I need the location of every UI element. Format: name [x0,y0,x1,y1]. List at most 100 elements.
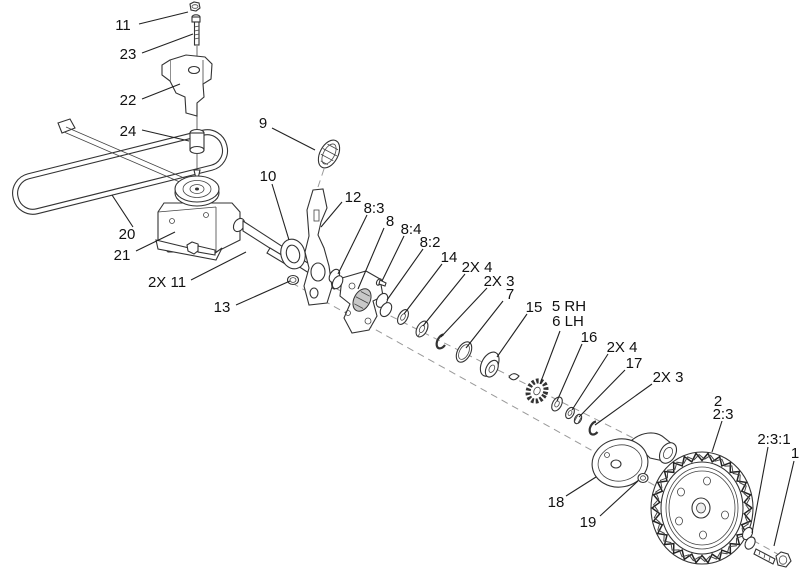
ring-10 [280,238,306,270]
leader-2x4a [422,273,466,327]
rod-clamp-24-bottom [189,145,205,155]
gearbox-bolt-hole2 [203,212,209,218]
callout-11: 11 [115,17,131,34]
wheel-hub-bore [696,502,706,514]
e-ring-3b [588,420,599,436]
bolt-1 [753,548,792,568]
callout-13: 13 [214,299,231,316]
leader-18 [565,476,597,497]
centerlines [291,168,791,562]
bracket-22 [169,54,213,117]
leader-8-3 [337,214,368,275]
bracket-22-hole [187,65,201,75]
knob-centerline [316,168,325,191]
callout-19: 19 [580,514,597,531]
pinion-gear-5-6 [525,378,549,404]
washer-4b [565,406,575,420]
leader-20 [111,194,134,228]
callout-2-3-1: 2:3:1 [757,431,790,448]
shift-lever-12 [303,188,333,306]
bushing-2-3-1 [741,526,756,550]
callout-8-3: 8:3 [364,200,385,217]
callout-6lh: 6 LH [552,313,584,330]
callout-2-3: 2:3 [713,406,734,423]
callout-23: 23 [120,46,137,63]
callout-14: 14 [441,249,458,266]
nut-11 [189,1,201,12]
hub-small-hole [604,452,610,458]
leader-5-6 [539,330,561,385]
leader-8-4 [381,235,405,282]
leader-2x3a [440,287,488,338]
leader-22 [141,83,181,100]
pulley-mid [182,180,212,198]
leader-13 [235,280,291,306]
leader-2x11 [190,251,247,281]
washer-4a [415,320,429,338]
leader-2-3-1 [751,446,769,534]
callout-22: 22 [120,92,137,109]
callout-16: 16 [581,329,598,346]
wheel-group [650,451,754,565]
callout-17: 17 [626,355,643,372]
callout-2x3b: 2X 3 [653,369,684,386]
leader-14 [403,263,443,315]
tire-tread-zigzag2 [652,453,751,563]
leader-24 [141,129,190,142]
flanged-hub-15 [479,351,500,378]
callout-24: 24 [120,123,137,140]
leader-23 [141,33,194,54]
rod-bottom-line [63,131,190,187]
callout-1: 1 [791,445,799,462]
leader-12 [320,201,343,228]
lever-slot [313,209,320,222]
leader-1 [773,460,795,547]
bolt-23-collar [191,16,201,23]
rim-outer [665,466,739,550]
rim-holes [675,476,729,540]
bolt-1-head-face [778,555,788,565]
leader-16 [556,343,583,402]
washer-16 [551,396,563,412]
nut-19 [637,472,649,484]
screw-8-4 [375,278,387,287]
bolt-23-threads [194,25,200,40]
washer-14 [396,309,410,325]
hub-arm-cylinder [658,442,678,464]
hub-group [591,432,678,488]
callout-10: 10 [260,168,277,185]
gearbox-group [155,175,335,291]
leader-17 [578,369,626,418]
callout-2x4b: 2X 4 [607,339,638,356]
pulley-hub [189,184,205,194]
drive-belt [12,129,229,215]
axle-parts-chain [396,309,599,436]
rod-top-line [65,126,192,182]
bracket-22-tab [161,59,171,82]
callout-18: 18 [548,494,565,511]
nut-13 [286,274,300,286]
axle-hardware [186,238,393,334]
leader-19 [599,480,639,517]
gearbox-bolt-hole [169,218,175,224]
leader-lines [111,11,795,547]
drive-key [508,373,520,381]
callout-20: 20 [119,226,136,243]
callout-9: 9 [259,115,267,132]
bushing-8-2 [375,292,393,318]
e-ring-3a [435,333,446,350]
leader-10 [271,183,290,241]
spacer-8-3 [328,268,344,290]
ring-7 [455,341,473,363]
rod-cap [57,118,76,134]
callout-21: 21 [114,247,131,264]
leader-15 [496,313,528,358]
leader-2 [711,420,723,453]
leader-21 [135,231,176,252]
callout-2x3a: 2X 3 [484,273,515,290]
pulley-center [195,187,199,191]
leader-11 [138,11,189,25]
callout-labels: 11 23 22 24 9 20 21 2X 11 13 10 12 8:3 8… [114,17,800,531]
top-fastener-group [161,1,213,184]
lever-hole-large [310,262,326,282]
